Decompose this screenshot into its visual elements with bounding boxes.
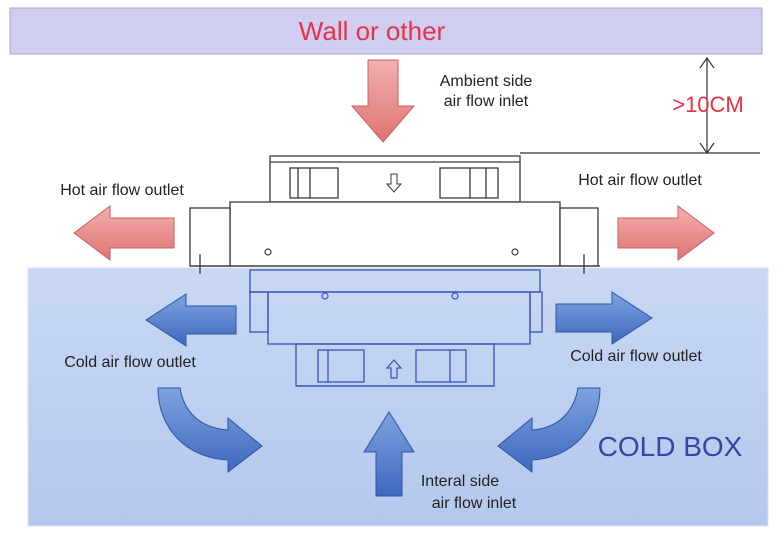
hot-outlet-left-arrow (73, 205, 175, 261)
hot-outlet-right-arrow (617, 205, 715, 261)
cold-outlet-left-label: Cold air flow outlet (64, 354, 196, 371)
cold-outlet-right-label: Cold air flow outlet (570, 348, 702, 365)
cold-outlet-left-arrow (145, 293, 237, 347)
wall-bar (9, 7, 763, 55)
cold-body-screw-left (321, 292, 329, 300)
clearance-dimension (520, 56, 760, 155)
cold-side-body (249, 269, 543, 387)
cold-curved-arrow-left (157, 387, 263, 474)
ambient-inlet-label-line2: air flow inlet (444, 93, 529, 110)
cold-curved-arrow-right (497, 387, 601, 474)
hot-side-fan-housing (269, 155, 521, 203)
cold-outlet-right-arrow (555, 291, 653, 345)
internal-inlet-label-line1: Interal side (421, 473, 499, 490)
ambient-inlet-arrow (350, 59, 416, 143)
body-screw-left (264, 248, 272, 256)
hot-side-body (189, 201, 600, 274)
internal-inlet-arrow (363, 411, 415, 497)
ambient-inlet-label-line1: Ambient side (440, 73, 533, 90)
body-screw-right (511, 248, 519, 256)
wall-label: Wall or other (299, 16, 446, 46)
cold-box-label: COLD BOX (598, 431, 743, 462)
cold-body-screw-right (451, 292, 459, 300)
internal-inlet-label-line2: air flow inlet (432, 495, 517, 512)
fan-flow-up-symbol-top (385, 173, 403, 193)
clearance-label: >10CM (672, 92, 744, 117)
hot-outlet-left-label: Hot air flow outlet (60, 182, 184, 199)
hot-outlet-right-label: Hot air flow outlet (578, 172, 702, 189)
fan-flow-up-symbol-bottom (385, 359, 403, 379)
